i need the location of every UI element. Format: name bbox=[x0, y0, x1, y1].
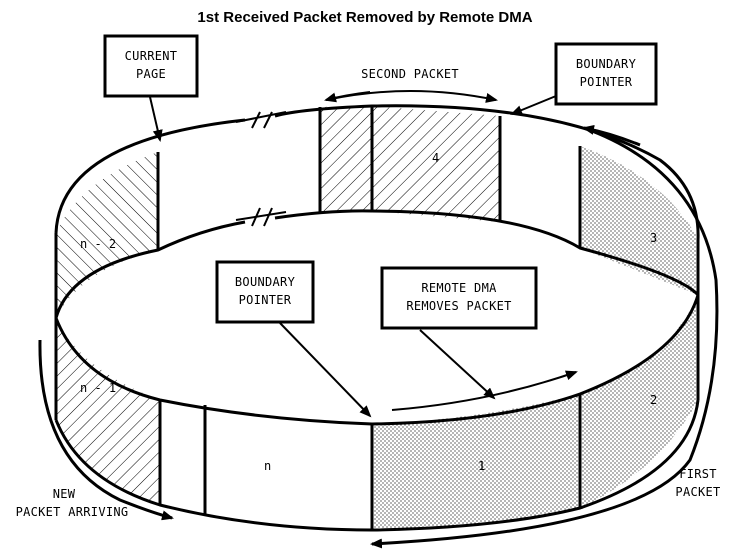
second-packet-label: SECOND PACKET bbox=[361, 67, 459, 81]
remote-dma-arrow bbox=[419, 329, 496, 400]
new-packet-line1: NEW bbox=[53, 487, 76, 501]
segment-label-2: 2 bbox=[650, 393, 657, 407]
current-page-callout: CURRENT PAGE bbox=[103, 34, 199, 98]
current-page-line2: PAGE bbox=[136, 67, 166, 81]
break-mark-bottom bbox=[235, 207, 287, 227]
new-packet-arrow bbox=[38, 339, 174, 521]
remote-dma-floor-arrow bbox=[391, 370, 578, 411]
segment-4-left-hatch bbox=[320, 106, 372, 212]
boundary-pointer-top-line1: BOUNDARY bbox=[576, 57, 637, 71]
boundary-pointer-center-arrow bbox=[279, 322, 372, 418]
break-mark-top bbox=[235, 111, 287, 129]
ring-top-edge bbox=[54, 104, 700, 241]
segment-label-n-1: n - 1 bbox=[80, 381, 116, 395]
current-page-arrow bbox=[149, 96, 163, 142]
current-page-line1: CURRENT bbox=[125, 49, 178, 63]
ring-floor-edge bbox=[54, 294, 700, 426]
segment-4-hatch bbox=[372, 106, 500, 222]
first-packet-arrow-tail bbox=[582, 124, 641, 147]
new-packet-line2: PACKET ARRIVING bbox=[16, 505, 129, 519]
first-packet-line1: FIRST bbox=[679, 467, 717, 481]
remote-dma-callout: REMOTE DMA REMOVES PACKET bbox=[380, 266, 538, 330]
segment-label-4: 4 bbox=[432, 151, 439, 165]
diagram-title: 1st Received Packet Removed by Remote DM… bbox=[197, 9, 532, 26]
ring-back-bottom-edge bbox=[54, 209, 700, 319]
boundary-pointer-top-arrow bbox=[510, 95, 557, 115]
segment-label-n-2: n - 2 bbox=[80, 237, 116, 251]
first-packet-arrow bbox=[370, 126, 719, 549]
boundary-pointer-center-line1: BOUNDARY bbox=[235, 275, 296, 289]
segment-label-3: 3 bbox=[650, 231, 657, 245]
boundary-pointer-center-line2: POINTER bbox=[239, 293, 292, 307]
boundary-pointer-top-callout: BOUNDARY POINTER bbox=[554, 42, 658, 106]
remote-dma-line2: REMOVES PACKET bbox=[406, 299, 511, 313]
segment-2-dots bbox=[580, 248, 698, 508]
segment-n-2-hatch bbox=[56, 152, 158, 318]
segment-label-n: n bbox=[264, 459, 271, 473]
first-packet-line2: PACKET bbox=[675, 485, 720, 499]
boundary-pointer-top-line2: POINTER bbox=[580, 75, 633, 89]
segment-label-1: 1 bbox=[478, 459, 485, 473]
boundary-pointer-center-callout: BOUNDARY POINTER bbox=[215, 260, 315, 324]
segment-1-dots bbox=[372, 394, 580, 530]
second-packet-arrow-start bbox=[324, 91, 371, 103]
segment-3-dots bbox=[580, 146, 698, 295]
remote-dma-line1: REMOTE DMA bbox=[421, 281, 497, 295]
